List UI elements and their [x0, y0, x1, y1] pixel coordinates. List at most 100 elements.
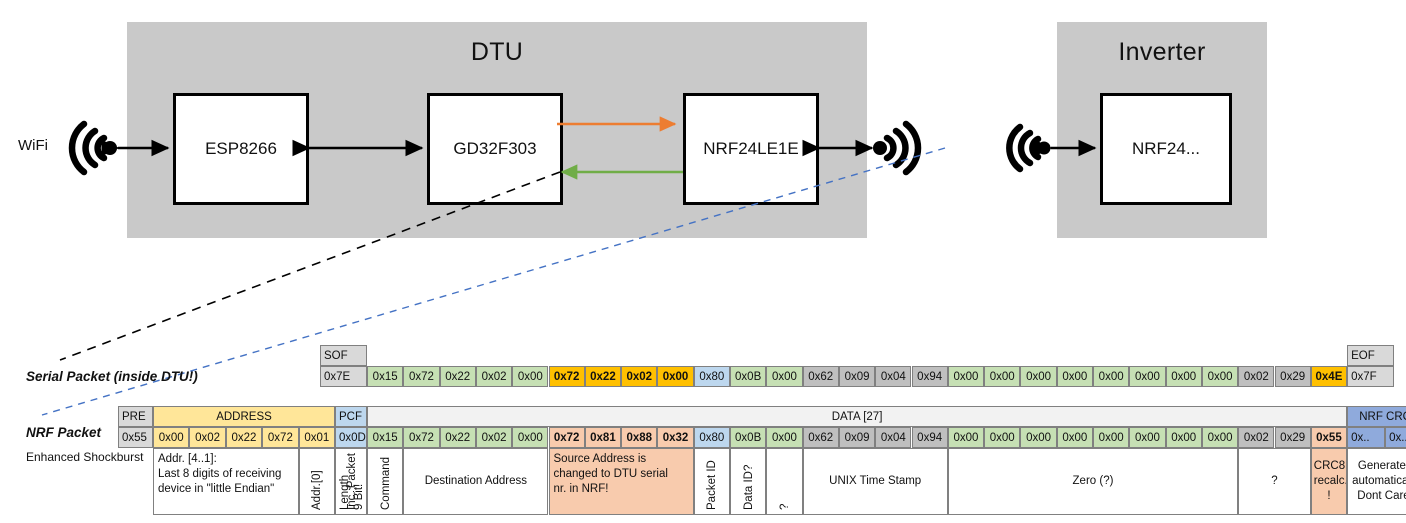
desc-addr0: Addr.[0]	[298, 448, 335, 515]
nrf-byte-14: 0x04	[875, 427, 912, 448]
serial-byte-3: 0x02	[475, 366, 513, 387]
nrf-address-header: ADDRESS	[153, 406, 335, 427]
desc-unix-time: UNIX Time Stamp	[802, 448, 948, 515]
serial-byte-24: 0x02	[1238, 366, 1275, 387]
desc-destination-address: Destination Address	[403, 448, 549, 515]
desc-data-id: Data ID?	[730, 448, 767, 515]
chip-esp8266-label: ESP8266	[205, 139, 277, 158]
serial-byte-15: 0x94	[911, 366, 948, 387]
serial-packet-row-label: Serial Packet (inside DTU!)	[26, 369, 198, 384]
nrf-byte-16: 0x00	[947, 427, 985, 448]
serial-byte-10: 0x0B	[730, 366, 767, 387]
nrf-byte-22: 0x00	[1165, 427, 1202, 448]
nrf-address-byte-2: 0x22	[225, 427, 263, 448]
serial-byte-5: 0x72	[548, 366, 585, 387]
chip-nrf24-inverter: NRF24...	[1100, 93, 1232, 205]
desc-packet-id: Packet ID	[693, 448, 730, 515]
nrf-address-byte-1: 0x02	[189, 427, 226, 448]
chip-nrf24-inverter-label: NRF24...	[1131, 139, 1201, 158]
wifi-label: WiFi	[18, 137, 48, 154]
serial-eof-header: EOF	[1347, 345, 1395, 366]
nrf-byte-17: 0x00	[984, 427, 1021, 448]
serial-byte-22: 0x00	[1165, 366, 1202, 387]
nrf-byte-25: 0x29	[1274, 427, 1311, 448]
chip-nrf24le1e: NRF24LE1E	[683, 93, 819, 205]
nrf-byte-8: 0x32	[657, 427, 694, 448]
serial-byte-19: 0x00	[1056, 366, 1093, 387]
serial-byte-18: 0x00	[1020, 366, 1057, 387]
nrf-byte-20: 0x00	[1093, 427, 1130, 448]
serial-byte-12: 0x62	[802, 366, 839, 387]
serial-byte-1: 0x72	[403, 366, 440, 387]
desc-zero: Zero (?)	[947, 448, 1239, 515]
nrf-byte-2: 0x22	[439, 427, 476, 448]
serial-byte-7: 0x02	[621, 366, 658, 387]
serial-byte-17: 0x00	[984, 366, 1021, 387]
nrf-crc-header: NRF CRC	[1347, 406, 1406, 427]
serial-byte-0: 0x15	[367, 366, 404, 387]
desc-command: Command	[367, 448, 404, 515]
nrf-byte-10: 0x0B	[730, 427, 767, 448]
nrf-crc-byte-1: 0x..	[1385, 427, 1406, 448]
nrf-byte-4: 0x00	[512, 427, 549, 448]
serial-byte-16: 0x00	[947, 366, 985, 387]
nrf-byte-21: 0x00	[1129, 427, 1166, 448]
chip-nrf24le1e-label: NRF24LE1E	[703, 139, 799, 158]
nrf-byte-19: 0x00	[1056, 427, 1093, 448]
nrf-byte-18: 0x00	[1020, 427, 1057, 448]
nrf-byte-3: 0x02	[475, 427, 513, 448]
dtu-title: DTU	[470, 38, 524, 66]
nrf-byte-11: 0x00	[766, 427, 803, 448]
chip-gd32f303: GD32F303	[427, 93, 563, 205]
nrf-data-header: DATA [27]	[367, 406, 1348, 427]
nrf-byte-13: 0x09	[838, 427, 876, 448]
nrf-byte-5: 0x72	[548, 427, 585, 448]
nrf-pre-value: 0x55	[118, 427, 153, 448]
serial-sof-value: 0x7E	[320, 366, 367, 387]
nrf-byte-6: 0x81	[584, 427, 622, 448]
nrf-crc-byte-0: 0x..	[1347, 427, 1386, 448]
nrf-byte-23: 0x00	[1201, 427, 1239, 448]
block-diagram: DTU Inverter ESP8266 GD32F303 NRF24LE1E …	[18, 22, 1267, 238]
nrf-byte-7: 0x88	[621, 427, 658, 448]
nrf-byte-12: 0x62	[802, 427, 839, 448]
serial-byte-25: 0x29	[1274, 366, 1311, 387]
serial-byte-21: 0x00	[1129, 366, 1166, 387]
nrf-pcf-header: PCF	[335, 406, 367, 427]
nrf-byte-9: 0x80	[693, 427, 730, 448]
chip-gd32f303-label: GD32F303	[453, 139, 537, 158]
serial-byte-14: 0x04	[875, 366, 912, 387]
serial-byte-23: 0x00	[1201, 366, 1239, 387]
serial-eof-value: 0x7F	[1347, 366, 1395, 387]
serial-byte-4: 0x00	[512, 366, 549, 387]
serial-sof-header: SOF	[320, 345, 367, 366]
nrf-byte-26: 0x55	[1310, 427, 1348, 448]
nrf-pcf-value: 0x0DA	[335, 427, 367, 448]
nrf-packet-row-label: NRF Packet	[26, 425, 102, 440]
serial-byte-11: 0x00	[766, 366, 803, 387]
inverter-title: Inverter	[1118, 38, 1206, 66]
serial-byte-20: 0x00	[1093, 366, 1130, 387]
serial-byte-8: 0x00	[657, 366, 694, 387]
serial-byte-2: 0x22	[439, 366, 476, 387]
nrf-address-byte-0: 0x00	[153, 427, 190, 448]
shockburst-label: Enhanced Shockburst	[26, 450, 144, 464]
serial-byte-6: 0x22	[584, 366, 622, 387]
nrf-byte-24: 0x02	[1238, 427, 1275, 448]
serial-byte-13: 0x09	[838, 366, 876, 387]
serial-byte-26: 0x4E	[1310, 366, 1348, 387]
nrf-pre-header: PRE	[118, 406, 153, 427]
nrf-byte-1: 0x72	[403, 427, 440, 448]
desc-unknown-2: ?	[1238, 448, 1311, 515]
nrf-byte-15: 0x94	[911, 427, 948, 448]
nrf-address-byte-4: 0x01	[298, 427, 335, 448]
serial-byte-9: 0x80	[693, 366, 730, 387]
nrf-address-byte-3: 0x72	[262, 427, 299, 448]
nrf-byte-0: 0x15	[367, 427, 404, 448]
chip-esp8266: ESP8266	[173, 93, 309, 205]
desc-nrf-crc: Generatedautomatically.Dont Care!	[1347, 448, 1406, 515]
